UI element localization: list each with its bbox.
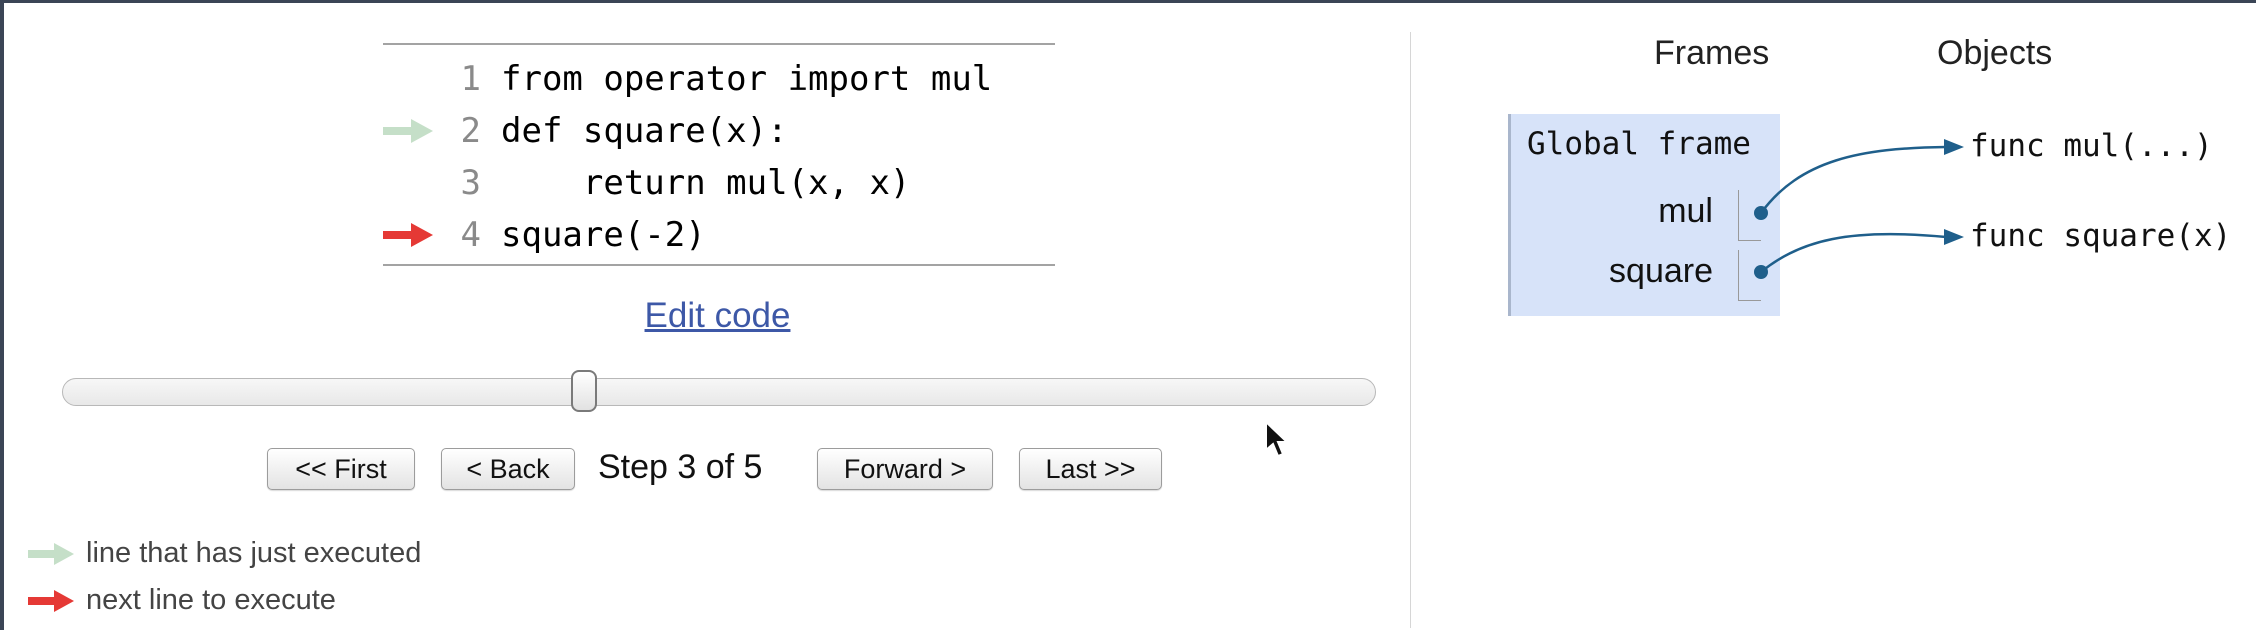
next-line-arrow-icon bbox=[383, 223, 433, 247]
step-counter: Step 3 of 5 bbox=[598, 448, 763, 486]
code-text: from operator import mul bbox=[501, 59, 993, 99]
frames-heading: Frames bbox=[1654, 34, 1770, 72]
panel-divider bbox=[1410, 32, 1411, 628]
code-line-2: 2 def square(x): bbox=[383, 105, 1055, 157]
legend-label: line that has just executed bbox=[86, 537, 422, 569]
legend-next-line: next line to execute bbox=[28, 582, 548, 618]
step-slider-track[interactable] bbox=[62, 378, 1376, 406]
variable-name-mul: mul bbox=[1658, 192, 1713, 230]
window-left-border bbox=[0, 0, 4, 630]
line-number: 2 bbox=[460, 111, 481, 151]
edit-code-link[interactable]: Edit code bbox=[644, 296, 791, 335]
mouse-cursor-icon bbox=[1265, 420, 1290, 458]
pointer-square bbox=[1754, 229, 1964, 279]
first-button[interactable]: << First bbox=[267, 448, 415, 490]
step-slider-handle[interactable] bbox=[571, 370, 597, 412]
line-number: 1 bbox=[460, 59, 481, 99]
forward-button[interactable]: Forward > bbox=[817, 448, 993, 490]
back-button[interactable]: < Back bbox=[441, 448, 575, 490]
object-func-square: func square(x) bbox=[1970, 218, 2232, 254]
last-button[interactable]: Last >> bbox=[1019, 448, 1162, 490]
code-listing: 1 from operator import mul 2 def square(… bbox=[383, 43, 1055, 266]
next-line-arrow-icon bbox=[28, 590, 74, 612]
object-func-mul: func mul(...) bbox=[1970, 128, 2213, 164]
variable-name-square: square bbox=[1609, 252, 1713, 290]
global-frame-title: Global frame bbox=[1527, 126, 1751, 162]
code-text: square(-2) bbox=[501, 215, 706, 255]
objects-heading: Objects bbox=[1937, 34, 2053, 72]
just-executed-arrow-icon bbox=[383, 119, 433, 143]
pointer-mul bbox=[1754, 139, 1964, 220]
code-line-4: 4 square(-2) bbox=[383, 209, 1055, 261]
variable-value-mul bbox=[1738, 190, 1761, 241]
code-line-3: 3 return mul(x, x) bbox=[383, 157, 1055, 209]
code-text: def square(x): bbox=[501, 111, 788, 151]
line-number: 4 bbox=[460, 215, 481, 255]
legend-just-executed: line that has just executed bbox=[28, 535, 548, 571]
line-number: 3 bbox=[460, 163, 481, 203]
legend-label: next line to execute bbox=[86, 584, 336, 616]
just-executed-arrow-icon bbox=[28, 543, 74, 565]
variable-value-square bbox=[1738, 250, 1761, 301]
code-line-1: 1 from operator import mul bbox=[383, 53, 1055, 105]
window-top-border bbox=[0, 0, 2256, 3]
code-text: return mul(x, x) bbox=[501, 163, 911, 203]
global-frame bbox=[1508, 114, 1780, 316]
